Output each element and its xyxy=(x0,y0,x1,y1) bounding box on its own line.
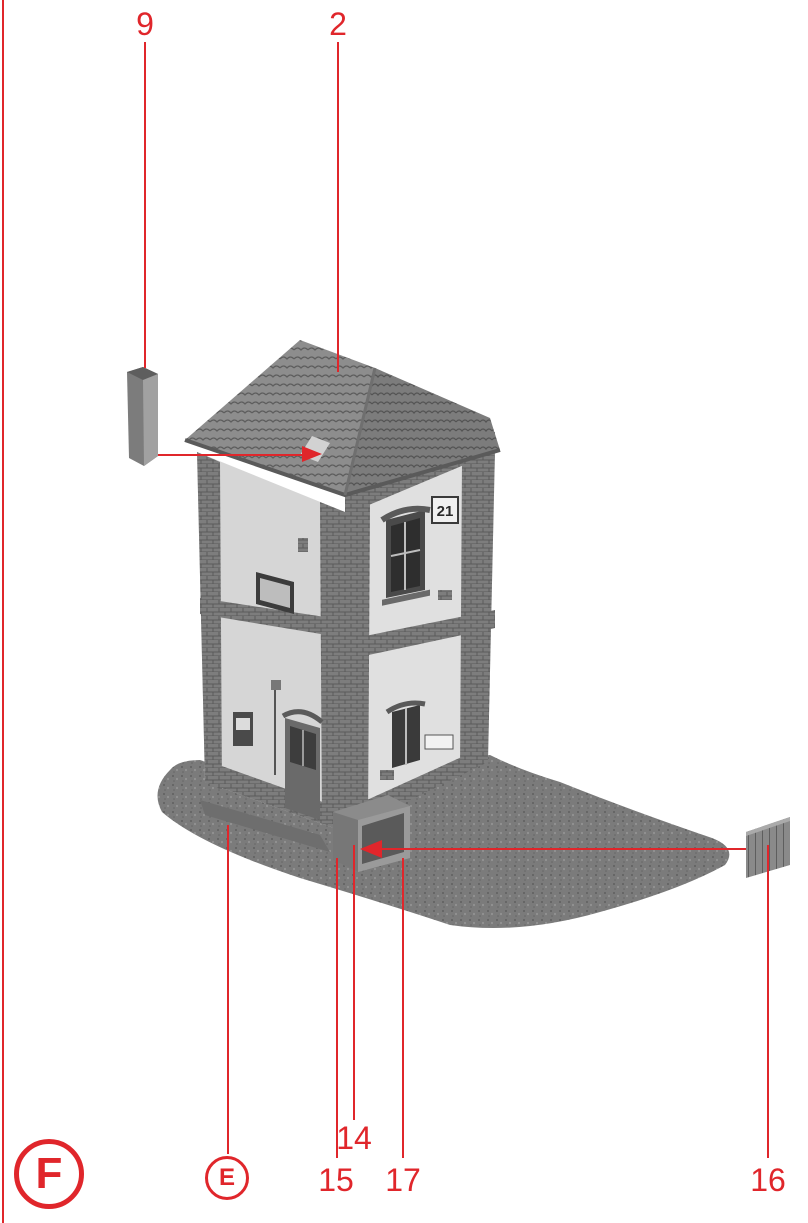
callout-2: 2 xyxy=(329,8,347,40)
sub-step-letter: E xyxy=(219,1164,235,1192)
window-sign: 21 xyxy=(437,503,454,520)
callout-15: 15 xyxy=(318,1164,354,1196)
callout-16: 16 xyxy=(750,1164,786,1196)
callout-9: 9 xyxy=(136,8,154,40)
step-badge-e: E xyxy=(205,1156,249,1200)
step-letter: F xyxy=(36,1149,63,1199)
callout-14: 14 xyxy=(336,1122,372,1154)
step-badge-f: F xyxy=(14,1139,84,1209)
callout-17: 17 xyxy=(385,1164,421,1196)
